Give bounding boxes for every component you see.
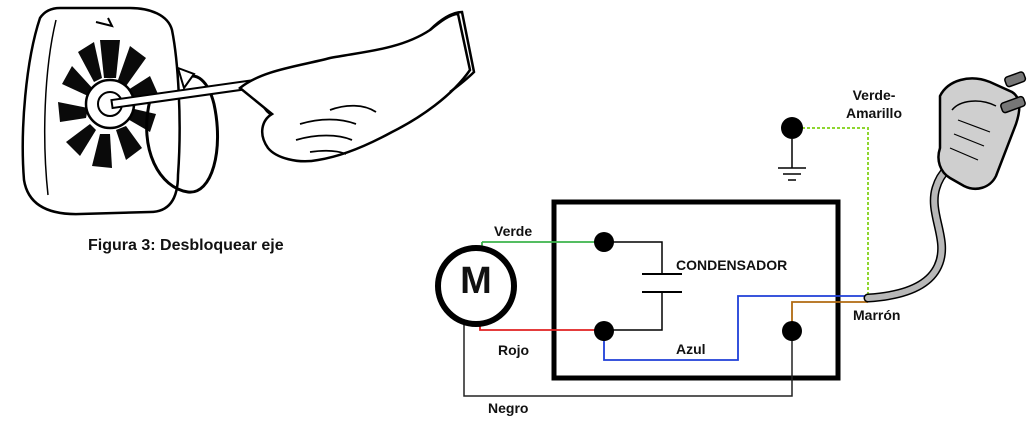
motor-icon bbox=[435, 245, 517, 327]
wire-label-black: Negro bbox=[488, 400, 529, 416]
capacitor-wiring bbox=[604, 241, 663, 331]
wire-label-blue: Azul bbox=[676, 341, 706, 357]
wire-blue bbox=[603, 295, 868, 361]
wire-label-brown: Marrón bbox=[853, 307, 901, 323]
plug-icon bbox=[937, 71, 1027, 190]
terminal-bottom-left bbox=[594, 321, 614, 341]
wire-black bbox=[463, 316, 793, 397]
fan-unlock-illustration bbox=[21, 6, 476, 216]
ground-terminal bbox=[781, 117, 803, 139]
hand-icon bbox=[238, 12, 472, 163]
circuit bbox=[435, 117, 869, 397]
terminal-top bbox=[594, 232, 614, 252]
rotation-arrow-icon bbox=[95, 17, 114, 28]
unlock-rotation-arrow-icon bbox=[145, 74, 219, 194]
wire-label-green: Verde bbox=[494, 223, 533, 239]
power-cable bbox=[863, 155, 971, 303]
wire-yellow-green bbox=[792, 127, 869, 298]
ground-icon bbox=[778, 139, 806, 181]
figure-caption: Figura 3: Desbloquear eje bbox=[88, 237, 284, 254]
junction-box bbox=[551, 199, 841, 381]
terminal-bottom-right bbox=[782, 321, 802, 341]
wire-label-red: Rojo bbox=[498, 342, 530, 358]
fan-blades bbox=[58, 40, 158, 168]
capacitor-label: CONDENSADOR bbox=[676, 257, 788, 273]
wire-brown bbox=[791, 301, 868, 330]
wire-label-ground-line2: Amarillo bbox=[845, 105, 902, 121]
wire-label-ground-line1: Verde- bbox=[852, 87, 896, 103]
